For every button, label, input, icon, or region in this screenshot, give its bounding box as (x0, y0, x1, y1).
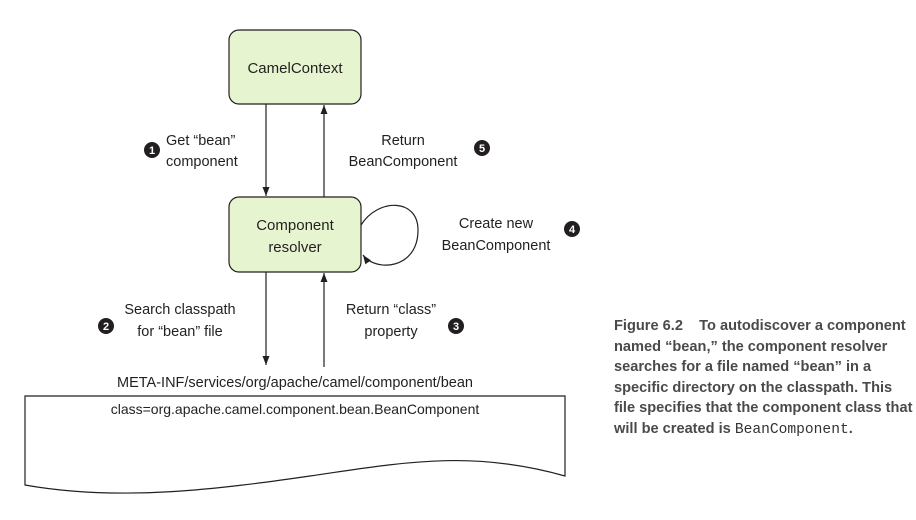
step-3-number: 3 (453, 321, 459, 333)
step-3-label-line2: property (364, 324, 418, 340)
component-resolver-label-line1: Component (256, 217, 334, 234)
camel-context-label: CamelContext (247, 60, 343, 77)
camel-context-node: CamelContext (228, 29, 362, 105)
step-5-marker (474, 140, 490, 156)
step-1-label-line1: Get “bean” (166, 133, 235, 149)
step-4-label-line2: BeanComponent (442, 238, 551, 254)
step-1: 1 Get “bean” component (144, 133, 238, 170)
caption-code: BeanComponent (734, 421, 849, 438)
step-4-label-line1: Create new (459, 216, 534, 232)
document-shape (24, 395, 566, 494)
step-2-number: 2 (103, 321, 109, 333)
step-5: Return BeanComponent 5 (349, 133, 490, 170)
figure-caption: Figure 6.2 To autodiscover a component n… (614, 316, 914, 440)
component-resolution-diagram: CamelContext Component resolver 1 Get “b… (24, 29, 580, 494)
camel-context-box (228, 29, 362, 105)
step-2: 2 Search classpath for “bean” file (98, 302, 236, 340)
caption-text: To autodiscover a component named “bean,… (614, 318, 913, 437)
file-content-text: class=org.apache.camel.component.bean.Be… (111, 401, 480, 417)
step-4-number: 4 (569, 224, 576, 236)
step-4: Create new BeanComponent 4 (442, 216, 580, 254)
step-2-label-line2: for “bean” file (137, 324, 222, 340)
arrow-create-new-component (360, 204, 419, 266)
step-2-label-line1: Search classpath (124, 302, 235, 318)
component-resolver-node: Component resolver (228, 196, 362, 273)
figure-label: Figure 6.2 (614, 318, 683, 334)
caption-end: . (848, 420, 853, 437)
step-5-label-line1: Return (381, 133, 425, 149)
file-path-label: META-INF/services/org/apache/camel/compo… (117, 375, 473, 391)
step-4-marker (564, 221, 580, 237)
step-1-number: 1 (149, 145, 155, 157)
step-2-marker (98, 318, 114, 334)
bean-file-document: class=org.apache.camel.component.bean.Be… (24, 395, 566, 494)
step-1-marker (144, 142, 160, 158)
step-3-marker (448, 318, 464, 334)
component-resolver-label-line2: resolver (268, 239, 321, 256)
step-5-label-line2: BeanComponent (349, 154, 458, 170)
step-3: Return “class” property 3 (346, 302, 464, 340)
component-resolver-box (228, 196, 362, 273)
step-1-label-line2: component (166, 154, 238, 170)
step-5-number: 5 (479, 143, 485, 155)
step-3-label-line1: Return “class” (346, 302, 436, 318)
